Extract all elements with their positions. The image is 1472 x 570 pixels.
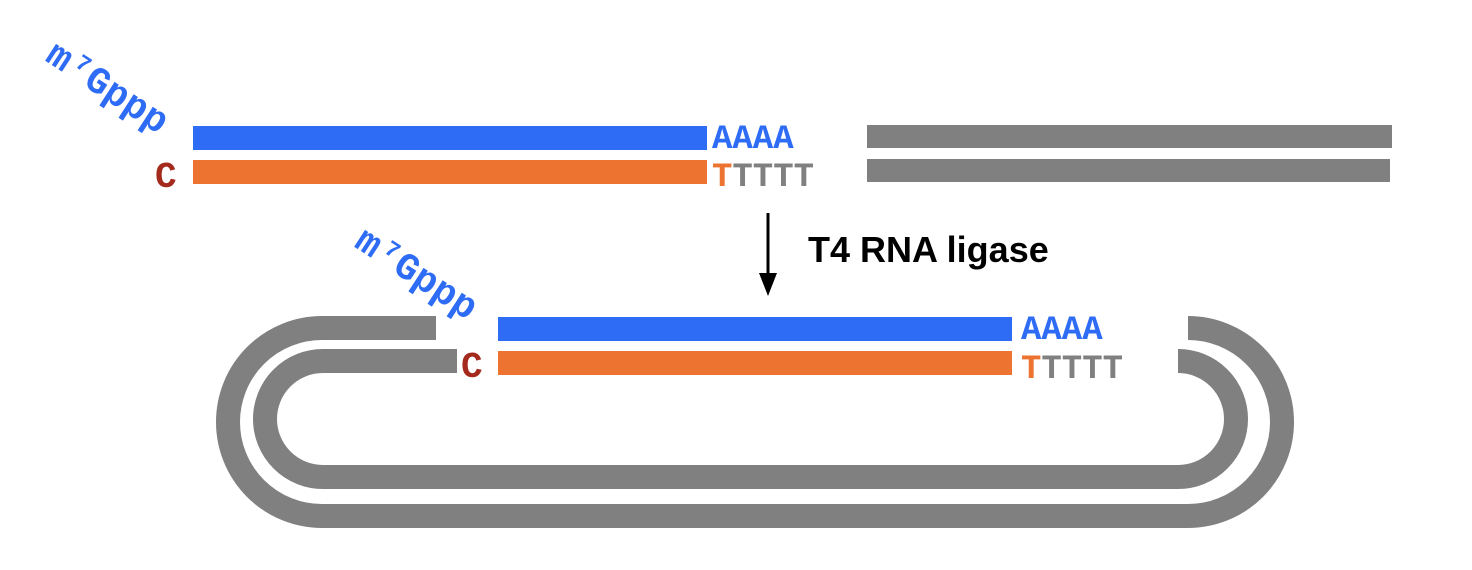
t-first-bottom: T <box>1021 351 1041 389</box>
reaction-step: T4 RNA ligase <box>759 213 1049 296</box>
adapter-upper-strand-top <box>867 125 1392 148</box>
t-rest-top: TTTT <box>732 159 814 197</box>
circular-construct: m⁷Gppp C AAAA TTTTT <box>216 220 1294 528</box>
adapter-outer-loop <box>216 316 1294 528</box>
oligo-dT-label-top: TTTTT <box>712 159 814 197</box>
polyA-label-top: AAAA <box>712 121 794 159</box>
c-label-bottom: C <box>461 347 483 388</box>
c-label-top: C <box>155 157 177 198</box>
rna-strand-top <box>193 126 707 150</box>
enzyme-label: T4 RNA ligase <box>808 229 1049 270</box>
oligo-dT-label-bottom: TTTTT <box>1021 351 1123 389</box>
t-first-top: T <box>712 159 732 197</box>
t-rest-bottom: TTTT <box>1041 351 1123 389</box>
cdna-strand-bottom <box>498 351 1012 375</box>
cap-label-top: m⁷Gppp <box>37 34 175 145</box>
cap-label-bottom: m⁷Gppp <box>346 220 484 331</box>
polyA-label-bottom: AAAA <box>1021 312 1103 350</box>
adapter-lower-strand-top <box>867 159 1390 182</box>
linear-construct: m⁷Gppp C AAAA TTTTT <box>37 34 1392 198</box>
down-arrow-icon <box>759 273 777 296</box>
rna-strand-bottom <box>498 317 1012 341</box>
adapter-inner-loop <box>253 349 1248 489</box>
cdna-strand-top <box>193 160 707 184</box>
